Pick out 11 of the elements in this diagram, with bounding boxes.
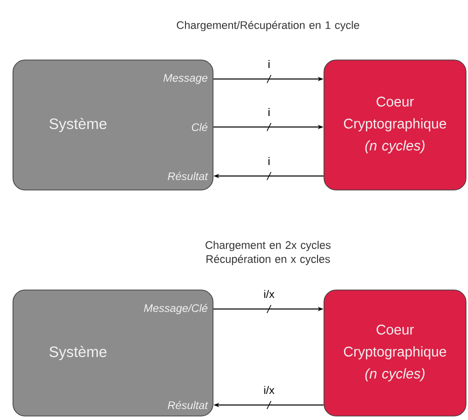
heading: Chargement/Récupération en 1 cycle	[176, 20, 360, 32]
system-box: Système Message/Clé Résultat	[12, 290, 214, 416]
edge-label: i	[268, 157, 270, 165]
edge-label: i	[268, 108, 270, 116]
core-box: Coeur Cryptographique (n cycles)	[324, 290, 466, 416]
core-box: Coeur Cryptographique (n cycles)	[324, 60, 466, 190]
heading: Chargement en 2x cycles Récupération en x cycles	[206, 240, 331, 266]
edge-label: i/x	[264, 386, 274, 394]
system-box: Système Message Clé Résultat	[12, 60, 214, 190]
edge-label: i	[268, 60, 270, 68]
edge-label: i/x	[264, 290, 274, 298]
